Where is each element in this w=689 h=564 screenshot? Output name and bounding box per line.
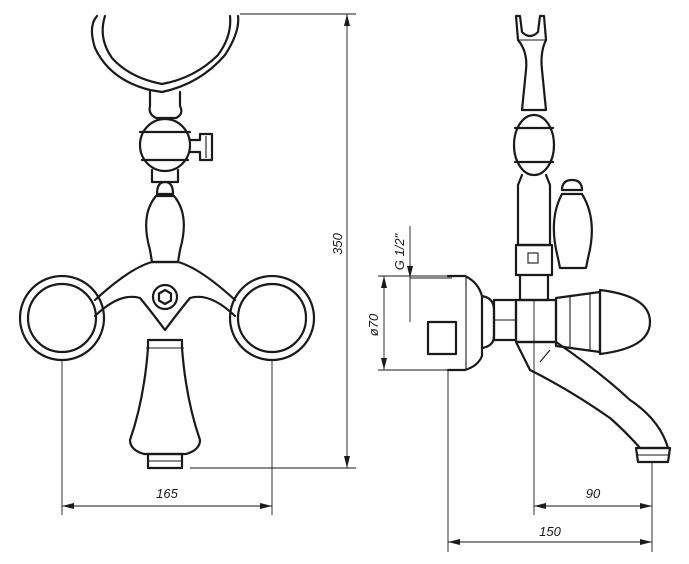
dim-depth-label: 150	[539, 524, 561, 539]
dim-thread: G 1/2"	[392, 226, 452, 322]
side-aerator	[634, 446, 672, 464]
dim-spout-arrow-right	[640, 503, 652, 509]
side-wall-flange	[446, 274, 484, 372]
dim-width-label: 165	[156, 486, 178, 501]
front-side-knob	[188, 132, 214, 162]
dim-depth-arrow-left	[448, 539, 460, 545]
front-ball-body	[138, 117, 192, 173]
side-view	[426, 14, 672, 464]
dim-flange-label: ø70	[366, 313, 381, 336]
side-spout-line	[539, 349, 551, 363]
dim-height-arrow-bottom	[344, 456, 350, 468]
side-end-knob	[598, 288, 652, 356]
side-spout	[514, 340, 670, 450]
dim-spout-label: 90	[586, 486, 601, 501]
front-cradle-stem	[148, 90, 183, 120]
side-column-base	[518, 273, 550, 302]
dim-width-arrow-left	[62, 503, 74, 509]
side-lever-cap	[560, 178, 584, 192]
front-right-flange-inner	[236, 282, 308, 354]
side-collar-square	[527, 252, 539, 264]
dim-thread-arrow	[407, 266, 413, 278]
front-right-flange-outer	[228, 274, 316, 362]
side-main-body	[514, 298, 558, 344]
dim-spout-reach: 90	[533, 300, 653, 552]
dim-width-front: 165	[61, 360, 273, 515]
front-handle-cap	[155, 180, 175, 196]
dim-overall-depth: 150	[447, 370, 652, 552]
side-ball-body	[512, 113, 556, 177]
dim-width-arrow-right	[260, 503, 272, 509]
front-shower-cradle	[90, 14, 240, 94]
front-lever-handle	[145, 194, 185, 264]
front-view	[18, 14, 316, 470]
dim-height-label: 350	[330, 232, 345, 254]
dim-thread-label: G 1/2"	[392, 232, 407, 270]
side-thread-stub	[426, 320, 458, 356]
front-hex-nut	[157, 288, 173, 306]
side-column-collar	[514, 243, 554, 277]
dim-spout-arrow-left	[534, 503, 546, 509]
front-body-boss	[151, 283, 179, 311]
front-spout	[128, 338, 202, 456]
front-left-flange-outer	[18, 274, 106, 362]
side-shower-holder	[514, 14, 548, 112]
side-lever-handle	[552, 192, 593, 270]
front-bridge-arms	[93, 260, 237, 332]
dim-flange-diameter: ø70	[366, 275, 452, 371]
front-left-flange-inner	[26, 282, 98, 354]
side-connection-pipe	[480, 294, 496, 350]
side-column	[516, 173, 552, 247]
dim-flange-arrow-bottom	[381, 358, 387, 370]
side-handle-cylinder	[554, 290, 602, 354]
dim-height: 350	[190, 13, 356, 469]
dim-height-arrow-top	[344, 14, 350, 26]
dim-depth-arrow-right	[640, 539, 652, 545]
dim-flange-arrow-top	[381, 276, 387, 288]
